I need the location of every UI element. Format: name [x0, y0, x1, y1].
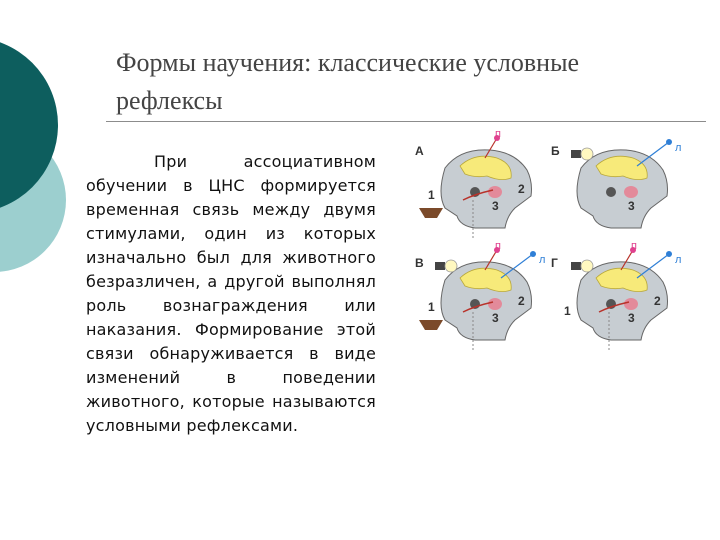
panel-v: В п л 1 2 3	[415, 240, 557, 357]
panel-letter: А	[415, 144, 424, 158]
label-2: 2	[654, 294, 661, 308]
label-l: л	[675, 254, 682, 266]
label-l: л	[675, 142, 682, 154]
label-1: 1	[428, 300, 435, 314]
label-p: п	[495, 128, 501, 140]
dog-head-diagram	[571, 139, 672, 229]
slide-title: Формы научения: классические условные ре…	[116, 48, 580, 115]
label-p: п	[495, 240, 501, 252]
dog-head-diagram	[419, 247, 536, 352]
label-3: 3	[492, 311, 499, 325]
body-text: При ассоциативном обучении в ЦНС формиру…	[86, 150, 376, 438]
panel-letter: В	[415, 256, 424, 270]
label-1: 1	[564, 304, 571, 318]
panel-letter: Г	[551, 256, 558, 270]
panel-g: Г п л 1 2 3	[551, 240, 693, 357]
label-1: 1	[428, 188, 435, 202]
label-p: п	[631, 240, 637, 252]
label-3: 3	[492, 199, 499, 213]
panel-a: А п 1 2 3	[415, 128, 557, 245]
panel-letter: Б	[551, 144, 560, 158]
decorative-circles	[0, 42, 66, 272]
panel-b: Б л 3	[551, 130, 693, 245]
label-2: 2	[518, 182, 525, 196]
body-paragraph: При ассоциативном обучении в ЦНС формиру…	[86, 152, 376, 435]
dog-head-diagram	[419, 135, 532, 240]
label-3: 3	[628, 311, 635, 325]
label-l: л	[539, 254, 546, 266]
dog-head-diagram	[571, 247, 672, 352]
label-3: 3	[628, 199, 635, 213]
conditioning-figure: А п 1 2 3 Б	[415, 128, 715, 370]
label-2: 2	[518, 294, 525, 308]
title-divider	[106, 121, 706, 122]
